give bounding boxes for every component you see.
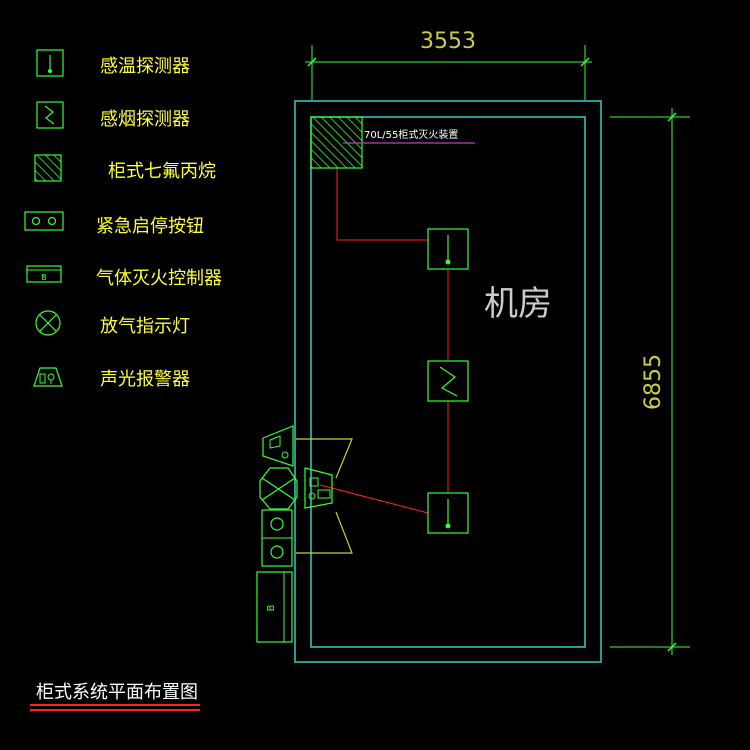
cabinet-device-label: 70L/55柜式灭火装置 xyxy=(364,128,458,141)
legend-release-lamp-label: 放气指示灯 xyxy=(100,316,190,337)
room-label: 机房 xyxy=(484,284,552,324)
legend-emergency-button-label: 紧急启停按钮 xyxy=(96,216,204,237)
legend-smoke-detector: 感烟探测器 xyxy=(36,101,190,130)
dimension-width-label: 3553 xyxy=(420,29,476,54)
wiring xyxy=(319,168,449,514)
alarm-icon xyxy=(33,367,63,387)
dimension-height-label: 6855 xyxy=(641,354,666,410)
cabinet-hfc-device: 70L/55柜式灭火装置 xyxy=(310,116,475,169)
gas-controller-outside: B xyxy=(256,571,293,643)
alarm-device-inside xyxy=(304,467,333,509)
heat-detector-top xyxy=(427,228,469,270)
legend-heat-detector: 感温探测器 xyxy=(36,49,190,77)
legend-gas-controller-label: 气体灭火控制器 xyxy=(96,268,222,289)
release-lamp-outside xyxy=(259,467,298,510)
cabinet-hfc-icon xyxy=(34,154,62,182)
gas-controller-outside-mark: B xyxy=(266,604,277,611)
legend-alarm: 声光报警器 xyxy=(33,367,190,390)
gas-controller-icon: B xyxy=(26,265,62,283)
smoke-detector-middle xyxy=(427,360,469,402)
smoke-detector-icon xyxy=(36,101,64,129)
legend-release-lamp: 放气指示灯 xyxy=(35,310,190,337)
dimension-width: 3553 xyxy=(305,29,592,100)
heat-detector-bottom xyxy=(427,492,469,534)
legend-cabinet-hfc: 柜式七氟丙烷 xyxy=(34,154,216,182)
legend-emergency-button: 紧急启停按钮 xyxy=(24,211,204,237)
emergency-button-icon xyxy=(24,211,64,231)
room-walls xyxy=(294,100,602,663)
gas-controller-mark: B xyxy=(41,273,47,282)
door xyxy=(296,438,353,554)
dimension-height: 6855 xyxy=(610,108,690,655)
alarm-device-outside xyxy=(262,425,294,467)
legend-heat-detector-label: 感温探测器 xyxy=(100,56,190,77)
release-lamp-icon xyxy=(35,310,61,336)
drawing-title: 柜式系统平面布置图 xyxy=(30,682,200,711)
legend-alarm-label: 声光报警器 xyxy=(100,369,190,390)
legend-gas-controller: B 气体灭火控制器 xyxy=(26,265,222,289)
legend-smoke-detector-label: 感烟探测器 xyxy=(100,109,190,130)
legend: 感温探测器 感烟探测器 柜式七氟丙烷 紧急启停按钮 xyxy=(24,49,222,390)
legend-cabinet-hfc-label: 柜式七氟丙烷 xyxy=(108,161,216,182)
heat-detector-icon xyxy=(36,49,64,77)
drawing-title-text: 柜式系统平面布置图 xyxy=(36,682,198,703)
emergency-button-outside xyxy=(261,509,293,567)
